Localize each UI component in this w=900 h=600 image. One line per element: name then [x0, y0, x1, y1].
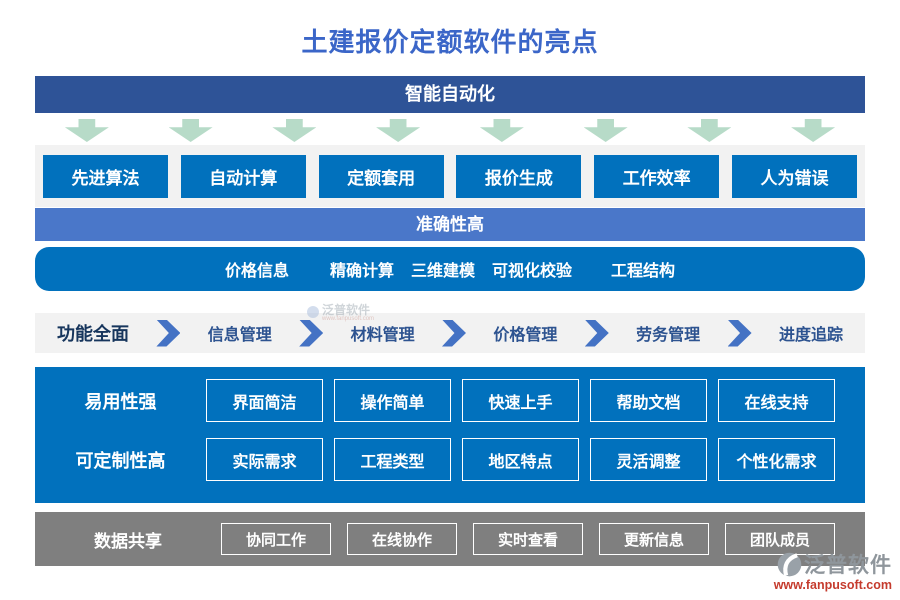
chevron-right-icon	[727, 319, 752, 347]
accuracy-item: 三维建模	[410, 263, 475, 280]
logo-url: www.fanpusoft.com	[773, 578, 892, 592]
function-item: 信息管理	[207, 327, 272, 344]
down-arrow-icon	[64, 119, 109, 142]
feature-row: 易用性强 界面简洁 操作简单 快速上手 帮助文档 在线支持	[35, 379, 865, 422]
feature-box: 快速上手	[462, 379, 579, 422]
arrow-row	[35, 119, 865, 143]
chevron-right-icon	[156, 319, 181, 347]
smart-item-button: 报价生成	[456, 154, 582, 198]
fanpu-logo: 泛普软件 www.fanpusoft.com	[742, 549, 892, 592]
accuracy-banner: 准确性高	[35, 208, 865, 241]
function-item: 材料管理	[350, 327, 415, 344]
down-arrow-icon	[791, 119, 836, 142]
smart-item-button: 先进算法	[43, 154, 168, 198]
sharing-box: 在线协作	[347, 523, 457, 555]
function-item: 进度追踪	[778, 327, 843, 344]
down-arrow-icon	[168, 119, 213, 142]
logo-swoosh-icon	[777, 552, 802, 576]
chevron-right-icon	[441, 319, 466, 347]
feature-box: 实际需求	[206, 438, 323, 481]
function-item: 价格管理	[493, 327, 558, 344]
page-title: 土建报价定额软件的亮点	[301, 28, 599, 57]
down-arrow-icon	[583, 119, 628, 142]
smart-item-button: 人为错误	[731, 154, 857, 198]
down-arrow-icon	[272, 119, 317, 142]
feature-row-label: 可定制性高	[75, 450, 166, 471]
feature-boxes: 实际需求 工程类型 地区特点 灵活调整 个性化需求	[206, 438, 835, 481]
accuracy-item: 精确计算	[329, 263, 394, 280]
feature-row: 可定制性高 实际需求 工程类型 地区特点 灵活调整 个性化需求	[35, 438, 865, 481]
functions-label: 功能全面	[57, 324, 129, 344]
feature-box: 个性化需求	[718, 438, 835, 481]
sharing-box: 团队成员	[725, 523, 835, 555]
accuracy-item: 可视化校验	[492, 263, 573, 280]
data-sharing-panel: 数据共享 协同工作 在线协作 实时查看 更新信息 团队成员	[35, 512, 865, 566]
accuracy-pill-bar: 价格信息 精确计算 三维建模 可视化校验 工程结构	[35, 247, 865, 291]
smart-item-button: 工作效率	[594, 154, 720, 198]
feature-box: 操作简单	[334, 379, 451, 422]
feature-boxes: 界面简洁 操作简单 快速上手 帮助文档 在线支持	[206, 379, 835, 422]
sharing-label: 数据共享	[94, 531, 162, 551]
feature-box: 灵活调整	[590, 438, 707, 481]
sharing-box: 协同工作	[221, 523, 331, 555]
accuracy-item: 工程结构	[611, 263, 676, 280]
down-arrow-icon	[376, 119, 421, 142]
sharing-boxes: 协同工作 在线协作 实时查看 更新信息 团队成员	[221, 523, 835, 555]
smart-item-button: 自动计算	[180, 154, 306, 198]
feature-box: 工程类型	[334, 438, 451, 481]
sharing-box: 更新信息	[599, 523, 709, 555]
feature-box: 帮助文档	[590, 379, 707, 422]
logo-name: 泛普软件	[804, 554, 892, 577]
feature-box: 地区特点	[462, 438, 579, 481]
features-panel: 易用性强 界面简洁 操作简单 快速上手 帮助文档 在线支持 可定制性高 实际需求…	[35, 367, 865, 503]
chevron-right-icon	[584, 319, 609, 347]
chevron-right-icon	[299, 319, 324, 347]
functions-strip: 功能全面 信息管理 材料管理 价格管理 劳务管理 进度追踪	[35, 313, 865, 353]
down-arrow-icon	[687, 119, 732, 142]
smart-item-button: 定额套用	[318, 154, 444, 198]
feature-box: 在线支持	[718, 379, 835, 422]
feature-row-label: 易用性强	[84, 391, 157, 412]
feature-box: 界面简洁	[206, 379, 323, 422]
accuracy-item: 价格信息	[224, 263, 289, 280]
smart-items-strip: 先进算法 自动计算 定额套用 报价生成 工作效率 人为错误	[35, 145, 865, 207]
smart-automation-banner: 智能自动化	[35, 76, 865, 113]
function-item: 劳务管理	[636, 327, 701, 344]
down-arrow-icon	[479, 119, 524, 142]
logo-row: 泛普软件	[742, 549, 892, 579]
sharing-box: 实时查看	[473, 523, 583, 555]
